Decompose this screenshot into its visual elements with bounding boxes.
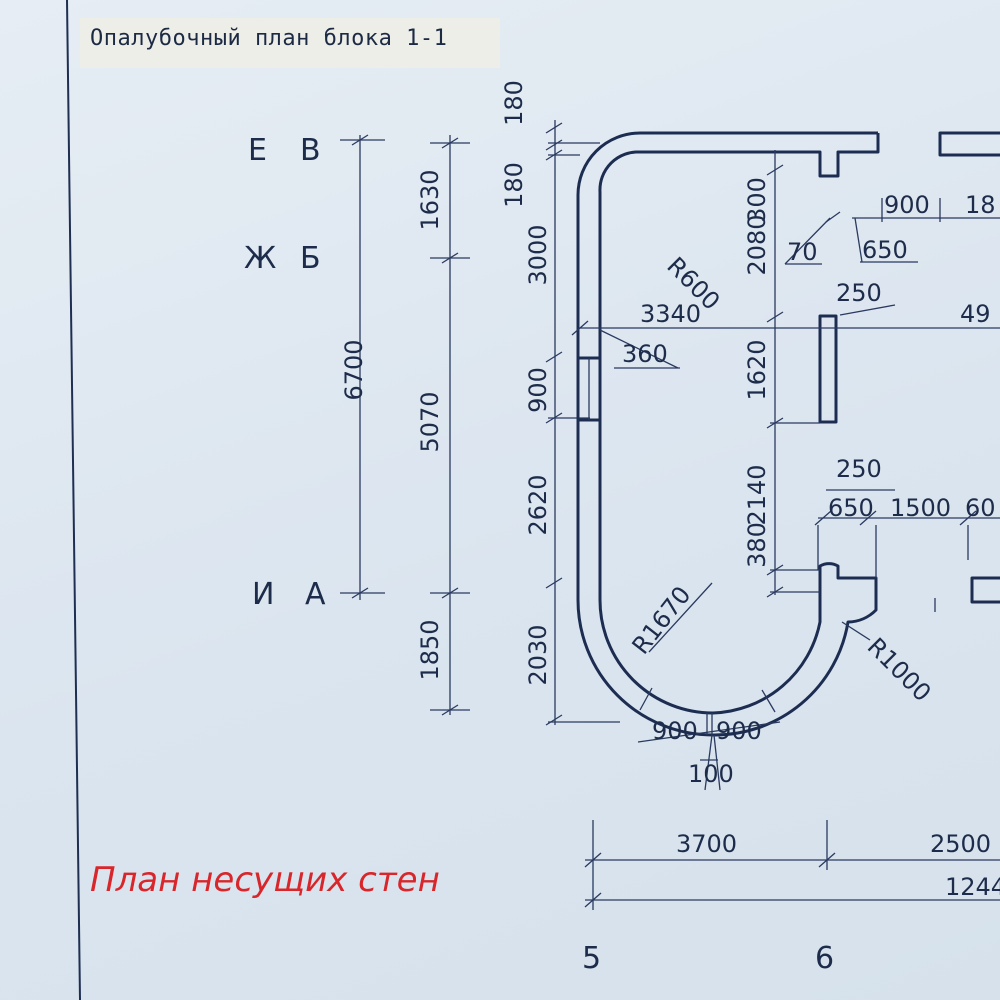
axis-label-v: В bbox=[300, 133, 321, 168]
dim-360: 360 bbox=[622, 340, 668, 368]
dim-3000: 3000 bbox=[524, 224, 552, 285]
dim-1244-partial: 1244 bbox=[945, 873, 1000, 901]
dim-650-top: 650 bbox=[862, 236, 908, 264]
dim-650-middle: 650 bbox=[828, 494, 874, 522]
title-strip bbox=[80, 18, 500, 68]
dim-2080: 2080 bbox=[743, 214, 771, 275]
dim-2620: 2620 bbox=[524, 474, 552, 535]
dim-3340: 3340 bbox=[640, 300, 701, 328]
axis-label-a: А bbox=[305, 577, 326, 612]
dimension-chain-bottom bbox=[584, 820, 1000, 910]
dim-1620: 1620 bbox=[743, 339, 771, 400]
dim-49-partial: 49 bbox=[960, 300, 991, 328]
dim-2140: 2140 bbox=[743, 464, 771, 525]
sheet-border-line bbox=[66, 0, 81, 1000]
dim-900-vertical: 900 bbox=[524, 367, 552, 413]
plan-title: Опалубочный план блока 1-1 bbox=[90, 26, 448, 51]
dim-1630: 1630 bbox=[416, 169, 444, 230]
dim-r1000: R1000 bbox=[862, 632, 937, 707]
dim-1500: 1500 bbox=[890, 494, 951, 522]
dim-250-top: 250 bbox=[836, 279, 882, 307]
dim-6700: 6700 bbox=[340, 339, 368, 400]
dim-5070: 5070 bbox=[416, 391, 444, 452]
dim-r1670: R1670 bbox=[627, 581, 697, 660]
axis-label-zh: Ж bbox=[244, 241, 276, 276]
dimension-chain-left bbox=[340, 120, 620, 726]
dim-18-partial: 18 bbox=[965, 191, 996, 219]
wall-plan-caption: План несущих стен bbox=[90, 860, 440, 900]
dim-250-middle: 250 bbox=[836, 455, 882, 483]
dim-300: 300 bbox=[743, 177, 771, 223]
dim-2030: 2030 bbox=[524, 624, 552, 685]
dim-3700: 3700 bbox=[676, 830, 737, 858]
axis-label-5: 5 bbox=[582, 941, 601, 976]
dim-380: 380 bbox=[743, 522, 771, 568]
dim-900-arc-left: 900 bbox=[652, 717, 698, 745]
dimension-chain-interior bbox=[571, 150, 1000, 791]
load-bearing-wall-outline bbox=[576, 131, 1000, 737]
dim-1850: 1850 bbox=[416, 619, 444, 680]
dim-180-bottom: 180 bbox=[500, 162, 528, 208]
dim-100: 100 bbox=[688, 760, 734, 788]
dim-900-top: 900 bbox=[884, 191, 930, 219]
axis-label-e: Е bbox=[248, 133, 267, 168]
dim-70: 70 bbox=[787, 238, 818, 266]
axis-label-b: Б bbox=[300, 241, 321, 276]
dim-180-top: 180 bbox=[500, 80, 528, 126]
dim-900-arc-right: 900 bbox=[716, 717, 762, 745]
axis-label-i: И bbox=[252, 577, 274, 612]
dim-60-partial: 60 bbox=[965, 494, 996, 522]
dim-2500-partial: 2500 bbox=[930, 830, 991, 858]
axis-label-6: 6 bbox=[815, 941, 834, 976]
